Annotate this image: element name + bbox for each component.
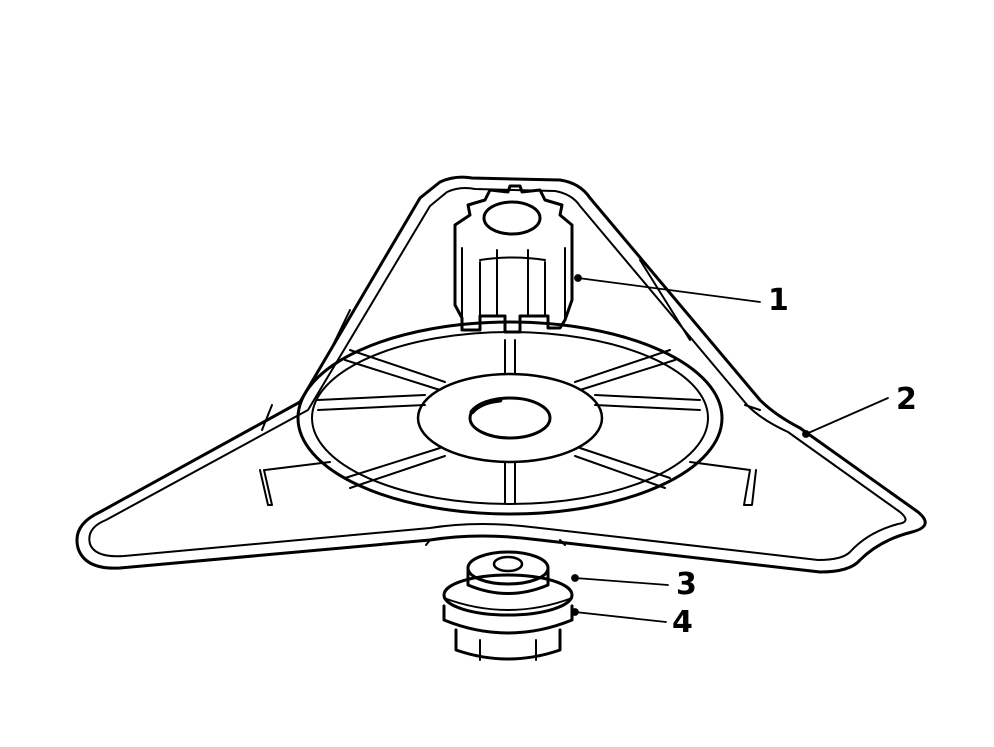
blade: [75, 175, 927, 574]
callout-1: 1: [768, 283, 789, 318]
callout-3: 3: [676, 567, 697, 602]
drive-hub: [453, 184, 574, 334]
callout-4: 4: [672, 605, 693, 640]
washer-and-nut: [442, 550, 574, 661]
hub-ring: [296, 320, 724, 516]
leader-lines: [571, 274, 889, 623]
callout-2: 2: [896, 382, 917, 417]
